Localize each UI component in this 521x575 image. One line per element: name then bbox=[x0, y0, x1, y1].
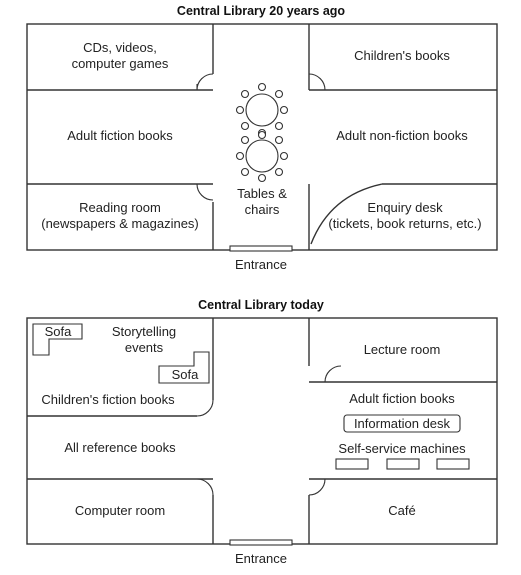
today-plan: Sofa Storytelling events Sofa Children's… bbox=[26, 317, 498, 566]
today-plan-title: Central Library today bbox=[198, 298, 324, 312]
today-entrance-mat bbox=[229, 539, 293, 546]
self-service-machine bbox=[386, 458, 420, 470]
room-label-childrens-fiction: Children's fiction books bbox=[41, 392, 175, 407]
room-label-computer-room: Computer room bbox=[75, 503, 165, 518]
room-label-reference: All reference books bbox=[64, 440, 176, 455]
past-door bbox=[196, 183, 214, 201]
room-label-childrens-books: Children's books bbox=[354, 48, 450, 63]
room-label-enquiry-desk: Enquiry desk bbox=[367, 200, 443, 215]
table-with-chairs bbox=[235, 82, 289, 138]
today-entrance-label: Entrance bbox=[235, 551, 287, 566]
self-service-machine bbox=[436, 458, 470, 470]
past-entrance-label: Entrance bbox=[235, 257, 287, 272]
past-plan: CDs, videos, computer games Adult fictio… bbox=[26, 23, 498, 272]
past-entrance-mat bbox=[229, 245, 293, 252]
sofa-shape bbox=[32, 323, 83, 356]
sofa-label: Sofa bbox=[172, 367, 200, 382]
room-label-adult-nonfiction: Adult non-fiction books bbox=[336, 128, 468, 143]
room-label-cds: CDs, videos, bbox=[83, 40, 157, 55]
past-plan-title: Central Library 20 years ago bbox=[177, 4, 345, 18]
room-label-reading-room: Reading room bbox=[79, 200, 161, 215]
room-label-tables: Tables & bbox=[237, 186, 287, 201]
today-door bbox=[196, 399, 214, 417]
room-label-reading-room: (newspapers & magazines) bbox=[41, 216, 199, 231]
enquiry-desk-counter bbox=[310, 183, 383, 245]
past-door bbox=[308, 73, 326, 91]
room-label-adult-fiction: Adult fiction books bbox=[67, 128, 173, 143]
past-door bbox=[196, 73, 214, 91]
room-label-tables: chairs bbox=[245, 202, 280, 217]
room-label-storytelling: events bbox=[125, 340, 164, 355]
table-with-chairs bbox=[235, 130, 289, 183]
self-service-machine bbox=[335, 458, 369, 470]
information-desk-label: Information desk bbox=[354, 416, 451, 431]
sofa-shape bbox=[158, 351, 210, 384]
room-label-cafe: Café bbox=[388, 503, 415, 518]
room-label-cds: computer games bbox=[72, 56, 169, 71]
today-door bbox=[308, 478, 326, 496]
room-label-storytelling: Storytelling bbox=[112, 324, 176, 339]
today-door bbox=[196, 478, 214, 496]
room-label-adult-fiction: Adult fiction books bbox=[349, 391, 455, 406]
sofa-label: Sofa bbox=[45, 324, 73, 339]
room-label-enquiry-desk: (tickets, book returns, etc.) bbox=[328, 216, 481, 231]
information-desk-shape bbox=[343, 414, 461, 433]
self-service-label: Self-service machines bbox=[338, 441, 466, 456]
today-door bbox=[324, 365, 342, 383]
room-label-lecture-room: Lecture room bbox=[364, 342, 441, 357]
